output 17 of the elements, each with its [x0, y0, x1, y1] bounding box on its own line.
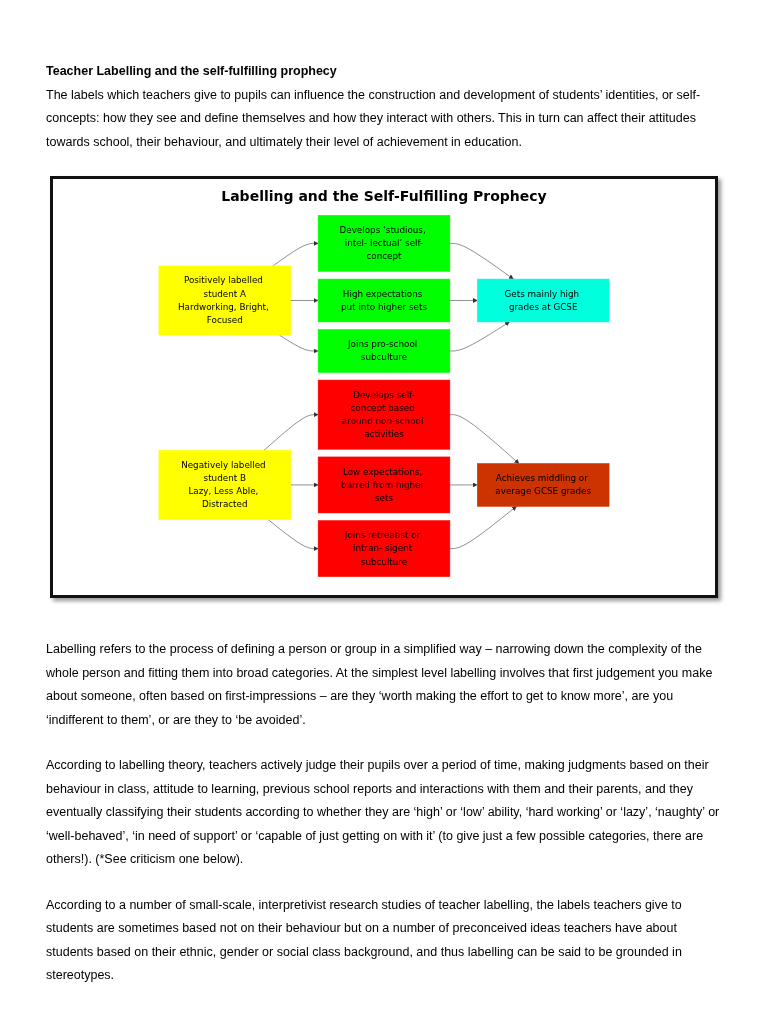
paragraph: According to labelling theory, teachers actively judge their pupils over a period of time, making judgments based on their behaviour in class, attitude to learning, previous school reports and interactions with them and their parents, and they eventually classifying their students according to whether they are ‘high’ or ‘low’ ability, ‘hard working’ or ‘lazy’, ‘naughty’ or ‘well-behaved’, ‘in need of support’ or ‘capable of just getting on with it’ (to give just a few possible categories, there are others!). (*See criticism one below).: [46, 757, 721, 868]
node-box: [317, 519, 451, 577]
diagram-frame: Labelling and the Self-Fulfilling Prophecy Positively labelled student A Hardworking, Bright, Focused Develops ‘studious, intel- lectual’ self-concept High expectations put into higher sets Joins pro-school subculture Gets mainly high grades at GCSE Negatively labelled student B Lazy, Less Able, Distracted Develops self-concept based around non-school activities Low expectations, barred from higher sets Joins retreatist or intran- sigent subculture Achieves middling or average GCSE grades: [50, 176, 718, 598]
section-heading: Teacher Labelling and the self-fulfilling prophecy: [46, 63, 338, 80]
node-box: [317, 456, 451, 513]
node-box: [158, 449, 291, 520]
node-box: [477, 278, 610, 322]
node-box: [317, 214, 451, 272]
node-box: [477, 462, 610, 507]
node-box: [317, 379, 451, 450]
diagram-title: Labelling and the Self-Fulfilling Prophecy: [220, 187, 548, 206]
paragraph: Labelling refers to the process of defining a person or group in a simplified way – narrowing down the complexity of the whole person and fitting them into broad categories. At the simplest level labelling involves that first judgement you make about someone, often based on first-impressions – are they ‘worth making the effort to get to know more’, are you ‘indifferent to them’, or are they to ‘be avoided’.: [46, 641, 714, 729]
paragraph: The labels which teachers give to pupils can influence the construction and development of students’ identities, or self-concepts: how they see and define themselves and how they interact with others. This in turn can affect their attitudes towards school, their behaviour, and ultimately their level of achievement in education.: [46, 86, 702, 151]
paragraph: According to a number of small-scale, interpretivist research studies of teacher labelling, the labels teachers give to students are sometimes based not on their behaviour but on a number of preconceived ideas teachers have about students based on their ethnic, gender or social class background, and thus labelling can be said to be grounded in stereotypes.: [46, 896, 683, 984]
node-box: [317, 278, 451, 322]
node-box: [158, 265, 291, 335]
node-box: [317, 328, 451, 373]
